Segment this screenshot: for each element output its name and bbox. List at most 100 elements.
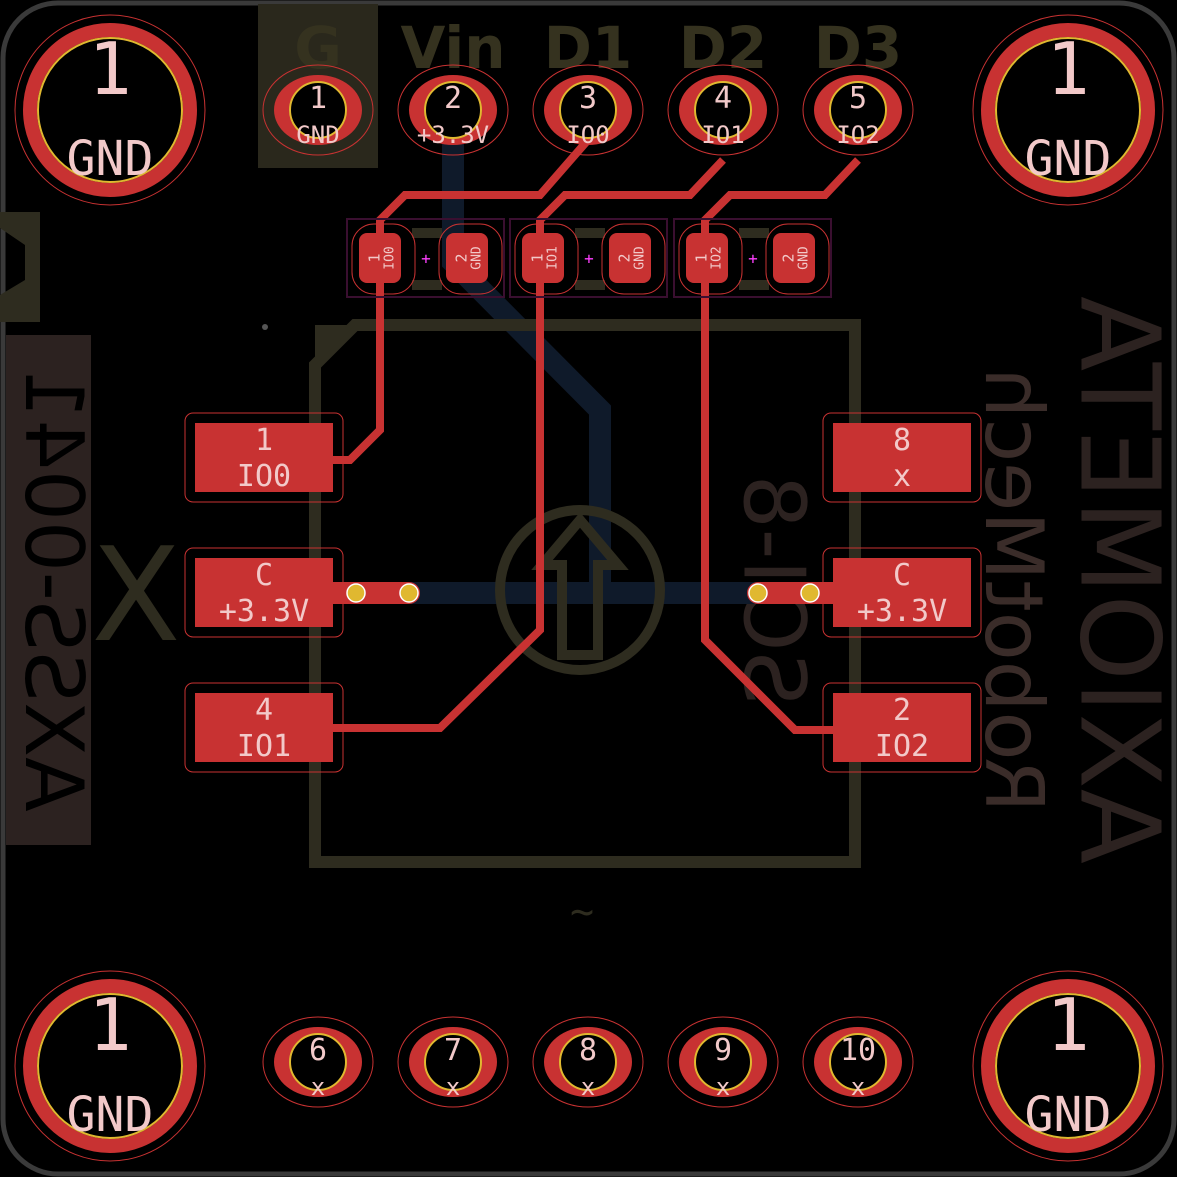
smd-pad (359, 233, 401, 283)
body-silk (739, 228, 769, 238)
center-marker: + (748, 249, 758, 268)
through-hole-pin[interactable]: 8x (532, 1016, 644, 1108)
header-label: D1 (544, 14, 633, 82)
pad-net: +3.3V (219, 594, 309, 629)
pad-net: x (893, 459, 911, 494)
pin-drill (694, 1033, 752, 1091)
courtyard (346, 218, 505, 298)
hole-number: 1 (88, 27, 131, 111)
smd-pad-clearance (601, 223, 666, 295)
pin-number: 8 (579, 1033, 597, 1068)
pad-net: IO2 (710, 246, 725, 269)
through-hole-pin[interactable]: 9x (667, 1016, 779, 1108)
courtyard (509, 218, 668, 298)
pin-clearance (397, 64, 509, 156)
pin-number: 3 (579, 81, 597, 116)
pin-number: 5 (849, 81, 867, 116)
pin-clearance (802, 1016, 914, 1108)
smd-pad (522, 233, 564, 283)
pad-number: 2 (453, 253, 471, 262)
hole-pad (23, 23, 197, 197)
pin-net: x (581, 1073, 595, 1101)
hole-drill (995, 993, 1141, 1139)
hole-net: GND (1025, 131, 1112, 187)
body-silk (575, 228, 605, 238)
up-arrow-icon (531, 512, 629, 660)
pin-drill (559, 1033, 617, 1091)
hole-number: 1 (1046, 983, 1089, 1067)
through-hole-pin[interactable]: 10x (802, 1016, 914, 1108)
edge-notch-mark (0, 212, 40, 322)
pad-number: 8 (893, 423, 911, 458)
pin-number: 4 (714, 81, 732, 116)
pad-net: GND (470, 246, 485, 270)
part-number-label-bg (6, 335, 91, 845)
smd-pad (773, 233, 815, 283)
pin-number: 6 (309, 1033, 327, 1068)
pad (833, 423, 971, 492)
via (346, 583, 366, 603)
pad (195, 423, 333, 492)
pad-number: 1 (693, 253, 711, 262)
ic-pad[interactable]: 8x (822, 412, 982, 503)
pin-drill (829, 1033, 887, 1091)
header-label: Vin (400, 14, 505, 82)
hole-net: GND (67, 1087, 154, 1143)
smd-pad-clearance (438, 223, 503, 295)
pin-drill (829, 81, 887, 139)
smd-pad (686, 233, 728, 283)
hole-net: GND (67, 131, 154, 187)
via (800, 583, 820, 603)
pad (833, 693, 971, 762)
through-hole-pin[interactable]: 7x (397, 1016, 509, 1108)
pad-clearance (184, 682, 344, 773)
back-copper-trace (442, 110, 611, 593)
ic-pad[interactable]: C+3.3V (822, 547, 982, 638)
smd-pad (446, 233, 488, 283)
pin-drill (289, 1033, 347, 1091)
hole-drill (995, 37, 1141, 183)
via (748, 583, 768, 603)
orientation-circle (495, 505, 665, 675)
pin-net: IO2 (836, 121, 879, 149)
pin-clearance (802, 64, 914, 156)
hole-pad (981, 979, 1155, 1153)
pad-net: IO1 (237, 729, 291, 764)
through-hole-pin[interactable]: 2+3.3V (397, 64, 509, 156)
hole-number: 1 (1046, 27, 1089, 111)
smd-pad-clearance (514, 223, 579, 295)
pad-clearance (822, 547, 982, 638)
pin-drill (424, 81, 482, 139)
body-silk (739, 280, 769, 290)
brand-label: AXIOMETA (1056, 296, 1177, 864)
body-silk (412, 280, 442, 290)
smd-pad-clearance (678, 223, 743, 295)
fiducial-dot (262, 324, 268, 330)
pin-drill (424, 1033, 482, 1091)
ic-pad[interactable]: C+3.3V (184, 547, 344, 638)
through-hole-pin[interactable]: 6x (262, 1016, 374, 1108)
pin-net: GND (296, 121, 339, 149)
pad-clearance (184, 547, 344, 638)
body-silk (575, 280, 605, 290)
pad-number: C (893, 558, 911, 593)
pin-number: 10 (840, 1033, 876, 1068)
pad-clearance (822, 412, 982, 503)
part-number-label: AXSS-0041 (7, 368, 100, 812)
pin-clearance (532, 64, 644, 156)
center-marker: + (584, 249, 594, 268)
